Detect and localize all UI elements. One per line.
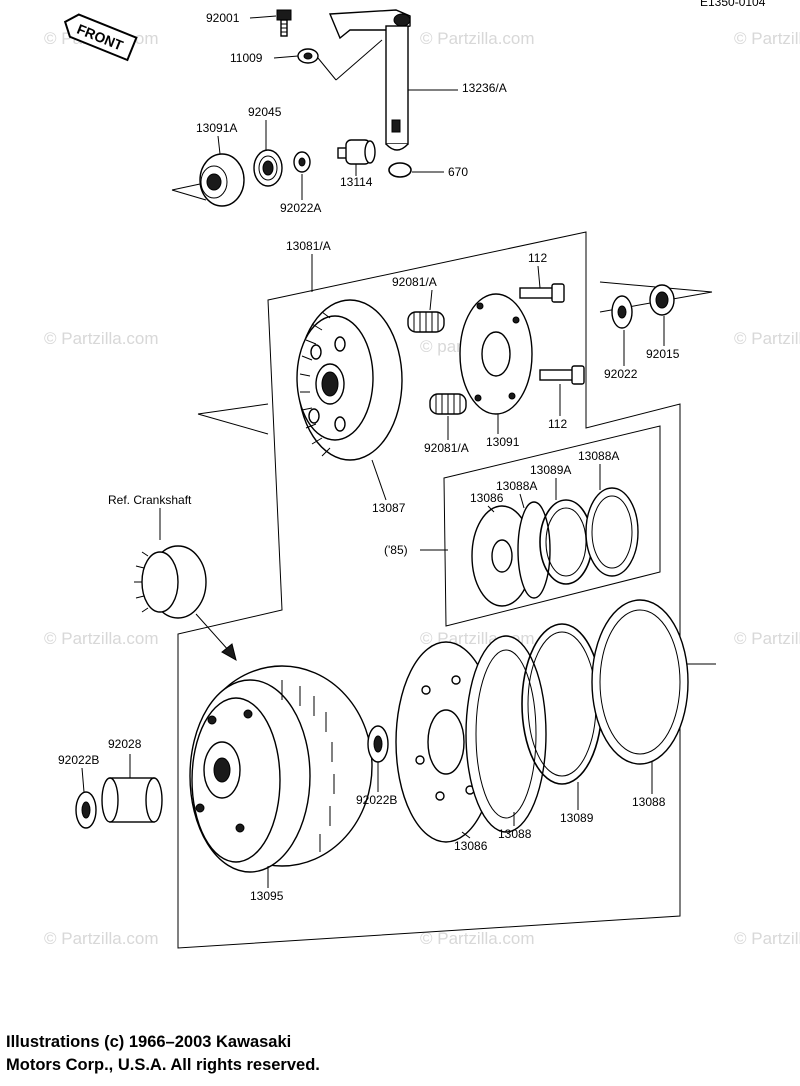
bolt-112-icon: [539, 365, 585, 385]
part-label: 92022A: [280, 201, 321, 215]
shift-mechanism: [171, 9, 412, 207]
part-label: 13086: [454, 839, 488, 853]
part-label: 13088: [632, 795, 666, 809]
part-label: 92028: [108, 737, 142, 751]
part-label: 92022: [604, 367, 638, 381]
friction-plate-13088-icon: [465, 635, 547, 833]
part-label: 13236/A: [462, 81, 507, 95]
watermark: © Partzilla.com: [44, 629, 159, 648]
part-label: 112: [528, 251, 547, 265]
part-label: 112: [548, 417, 567, 431]
part-label: 11009: [230, 51, 263, 65]
part-label: 13081/A: [286, 239, 331, 253]
ref-crankshaft-label: Ref. Crankshaft: [108, 493, 192, 507]
part-label: 13088A: [578, 449, 619, 463]
watermark: © Partzilla.com: [44, 329, 159, 348]
watermark: © Partzilla.com: [734, 329, 800, 348]
part-label: 92015: [646, 347, 680, 361]
watermark: © Partzilla.com: [420, 29, 535, 48]
clutch-housing-13095-icon: [189, 665, 373, 873]
bolt-92001-icon: [276, 9, 292, 37]
nut-92015-icon: [649, 284, 675, 316]
watermark: © Partzilla.com: [734, 629, 800, 648]
part-label: 13114: [340, 175, 373, 189]
clutch-hub-13087-icon: [296, 299, 403, 461]
diagram-code: E1350-0104: [700, 0, 766, 9]
copyright-line-1: Illustrations (c) 1966–2003 Kawasaki: [6, 1033, 292, 1051]
part-label: 13088A: [496, 479, 537, 493]
part-label: 13089: [560, 811, 594, 825]
part-label: 13088: [498, 827, 532, 841]
part-label: 13087: [372, 501, 406, 515]
front-arrow-icon: FRONT: [63, 13, 138, 62]
part-label: 92001: [206, 11, 240, 25]
release-lever-13236a-icon: [328, 9, 411, 151]
part-label: 13091A: [196, 121, 237, 135]
crankshaft-gear-icon: [134, 545, 207, 619]
friction-plate-13088-icon: [591, 599, 689, 765]
sleeve-92028-icon: [101, 777, 163, 823]
clutch-exploded-diagram: © Partzilla.com © Partzilla.com © Partzi…: [44, 0, 800, 949]
part-label: 92022B: [356, 793, 397, 807]
part-label: 92022B: [58, 753, 99, 767]
part-label: 13091: [486, 435, 520, 449]
part-label: 92081/A: [392, 275, 437, 289]
copyright-line-2: Motors Corp., U.S.A. All rights reserved…: [6, 1056, 320, 1074]
plate-13091-icon: [459, 293, 533, 415]
spring-92081a-icon: [407, 311, 445, 333]
watermark: © Partzilla.com: [420, 929, 535, 948]
clutch-85-set-icon: [471, 487, 639, 607]
bolt-112-icon: [519, 283, 565, 303]
year-label: ('85): [384, 543, 408, 557]
part-label: 13086: [470, 491, 504, 505]
part-label: 670: [448, 165, 468, 179]
part-label: 13095: [250, 889, 284, 903]
part-label: 92081/A: [424, 441, 469, 455]
spring-92081a-icon: [429, 393, 467, 415]
lifter-13091a-icon: [199, 153, 245, 207]
pushrod-13114-icon: [337, 139, 376, 165]
part-label: 92045: [248, 105, 282, 119]
variant-85-box: [443, 425, 661, 627]
watermark: © Partzilla.com: [734, 929, 800, 948]
circlip-670-icon: [388, 162, 412, 178]
part-label: 13089A: [530, 463, 571, 477]
assembly-outline: [177, 231, 681, 949]
copyright-notice: Illustrations (c) 1966–2003 Kawasaki Mot…: [6, 1031, 320, 1077]
bearing-92045-icon: [253, 149, 283, 187]
watermark: © Partzilla.com: [734, 29, 800, 48]
watermark: © Partzilla.com: [44, 929, 159, 948]
